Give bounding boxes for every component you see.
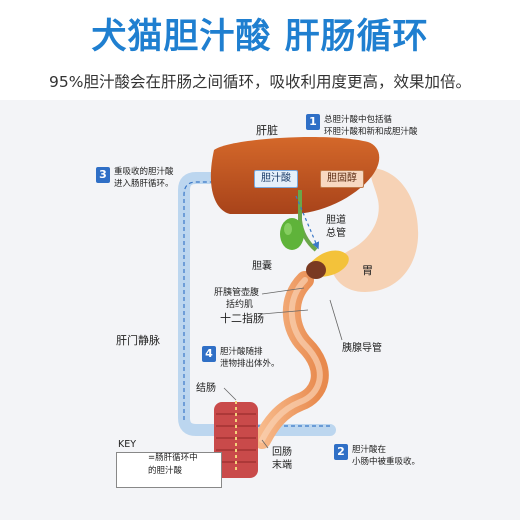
step-3-text-1: 重吸收的胆汁酸 [114, 167, 174, 177]
gallbladder-label: 胆囊 [252, 261, 272, 272]
duodenum-label: 十二指肠 [220, 312, 264, 325]
page-title: 犬猫胆汁酸 肝肠循环 [91, 17, 429, 57]
ileum-label-1: 回肠 [272, 447, 292, 458]
step-2-text-1: 胆汁酸在 [352, 445, 387, 455]
step-4-text-1: 胆汁酸随排 [220, 347, 263, 357]
bile-duct-label-2: 总管 [326, 228, 346, 239]
step-3-text-2: 进入肠肝循环。 [114, 179, 174, 189]
gallbladder-shape [280, 218, 304, 250]
step-1-badge: 1 [306, 114, 320, 130]
bile-acid-tag: 胆汁酸 [254, 170, 298, 188]
pancreatic-duct-label: 胰腺导管 [342, 343, 382, 354]
key-text-1: =肠肝循环中 [148, 453, 198, 463]
step-1-text-2: 环胆汁酸和新和成胆汁酸 [324, 127, 418, 137]
small-intestine-inner [259, 277, 323, 443]
sphincter-label-2: 括约肌 [226, 300, 254, 310]
cholesterol-tag: 胆固醇 [320, 170, 364, 188]
step-2-badge: 2 [334, 444, 348, 460]
portal-vein-flow [183, 178, 230, 420]
stomach-label: 胃 [362, 264, 373, 277]
step-2-text-2: 小肠中被重吸收。 [352, 457, 421, 467]
colon-label: 结肠 [196, 383, 216, 394]
key-box [116, 452, 222, 488]
step-3-badge: 3 [96, 167, 110, 183]
sphincter-label-1: 肝胰管壶腹 [214, 288, 260, 298]
step-4-badge: 4 [202, 346, 216, 362]
portal-vein-label: 肝门静脉 [116, 334, 160, 347]
key-text-2: 的胆汁酸 [148, 466, 183, 476]
duodenum-bulb [306, 261, 326, 279]
liver-label: 肝脏 [256, 124, 278, 137]
ileum-label-2: 末端 [272, 460, 292, 471]
step-1-text-1: 总胆汁酸中包括循 [324, 115, 393, 125]
bile-duct-label-1: 胆道 [326, 215, 346, 226]
stomach-shape [330, 168, 419, 292]
step-4-text-2: 泄物排出体外。 [220, 359, 280, 369]
page-subtitle: 95%胆汁酸会在肝肠之间循环，吸收利用度更高，效果加倍。 [49, 73, 471, 91]
key-title: KEY [118, 439, 137, 450]
